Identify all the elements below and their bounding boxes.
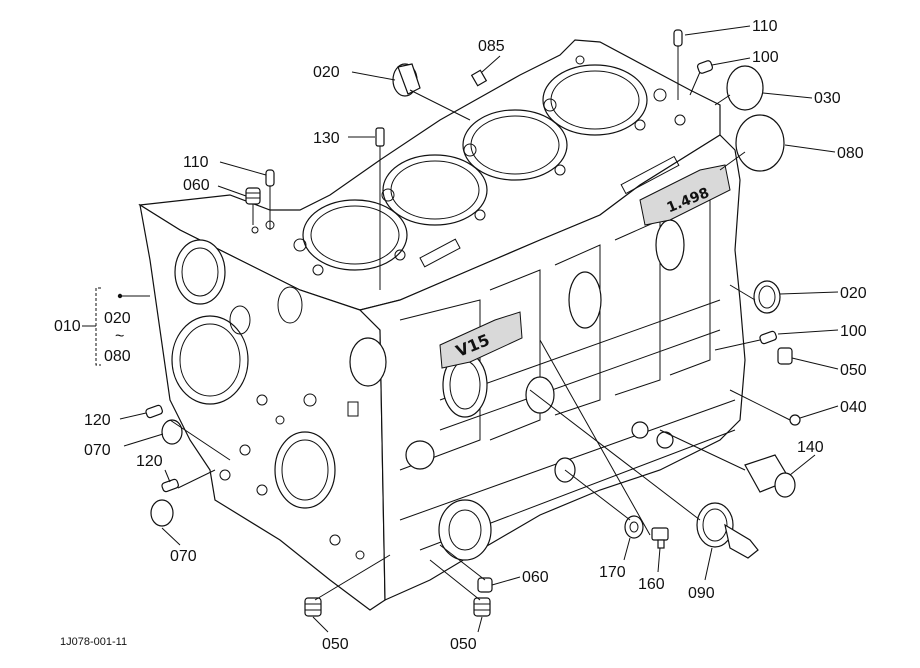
callout-080: 080	[837, 145, 864, 162]
callout-020-right: 020	[840, 285, 867, 302]
callout-050-right: 050	[840, 362, 867, 379]
side-openings	[405, 219, 685, 561]
model-pad	[439, 311, 523, 369]
part-100-pin-top	[696, 60, 714, 74]
leader-lines	[119, 25, 839, 633]
part-070-plug-b	[150, 499, 174, 527]
cylinder-bore-4	[542, 64, 648, 136]
callout-100-top: 100	[752, 49, 779, 66]
callout-090: 090	[688, 585, 715, 602]
callout-060-lower: 060	[522, 569, 549, 586]
callout-020-top: 020	[313, 64, 340, 81]
part-110-pin-top	[673, 29, 683, 47]
engine-block: 1.498 V15	[138, 39, 746, 611]
callout-050-lower-mid: 050	[450, 636, 477, 653]
callout-040: 040	[840, 399, 867, 416]
part-070-plug-a	[161, 419, 183, 445]
callout-labels: 110 085 100 020 030 130 080 110 060 020 …	[54, 18, 867, 653]
part-120-pin-b	[161, 478, 179, 493]
part-100-pin-right	[759, 330, 777, 345]
callout-160: 160	[638, 576, 665, 593]
part-160-bolt	[651, 527, 669, 549]
bracket-tilde: ~	[115, 328, 124, 345]
cylinder-bore-2	[382, 154, 488, 226]
callout-070-b: 070	[170, 548, 197, 565]
part-130-pin	[375, 127, 385, 147]
part-140-fitting	[744, 454, 796, 498]
displacement-pad	[639, 164, 731, 226]
part-030-plug	[726, 65, 764, 111]
callout-130: 130	[313, 130, 340, 147]
callout-120-a: 120	[84, 412, 111, 429]
bracket-dot	[117, 293, 123, 299]
cylinder-bore-3-inner	[470, 115, 560, 175]
cylinder-bore-3	[462, 109, 568, 181]
part-050-plug-lower-mid	[473, 597, 491, 617]
callout-070-a: 070	[84, 442, 111, 459]
callout-085: 085	[478, 38, 505, 55]
part-040-plug	[789, 414, 801, 426]
callout-030: 030	[814, 90, 841, 107]
callout-120-b: 120	[136, 453, 163, 470]
part-060-plug-left	[245, 187, 261, 205]
part-110-pin-left	[265, 169, 275, 187]
part-090-sensor	[696, 502, 759, 559]
part-170-washer	[624, 515, 644, 539]
diagram-id: 1J078-001-11	[60, 636, 127, 648]
part-060-plug-lower	[477, 577, 493, 593]
part-020-plug-top	[392, 63, 421, 97]
front-face-openings	[171, 239, 387, 560]
part-050-plug-lower-left	[304, 597, 322, 617]
part-085-dowel	[470, 69, 488, 87]
callout-110-left: 110	[183, 154, 209, 171]
callout-050-lower-left: 050	[322, 636, 349, 653]
part-080-large-plug	[735, 114, 785, 172]
bracket-from: 020	[104, 310, 131, 327]
callout-060-left: 060	[183, 177, 210, 194]
cylinder-bore-1	[302, 199, 408, 271]
callout-140: 140	[797, 439, 824, 456]
bracket-to: 080	[104, 348, 131, 365]
group-bracket: 020 ~ 080	[82, 287, 150, 366]
cylinder-bore-4-inner	[550, 70, 640, 130]
callout-110-top: 110	[752, 18, 778, 35]
block-front-face	[139, 203, 386, 611]
part-020-seal-right	[753, 280, 781, 314]
part-050-plug-right	[777, 347, 793, 365]
callout-170: 170	[599, 564, 626, 581]
cylinder-bore-1-inner	[310, 205, 400, 265]
part-120-pin-a	[145, 404, 163, 419]
callout-100-right: 100	[840, 323, 867, 340]
callout-010: 010	[54, 318, 81, 335]
